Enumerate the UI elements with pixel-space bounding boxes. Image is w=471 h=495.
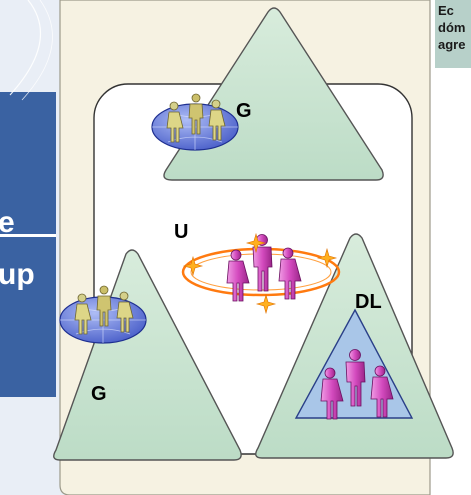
domain-local-group-icon — [294, 308, 414, 420]
decor-curve-2 — [21, 0, 53, 101]
universal-label: U — [174, 221, 188, 243]
decor-curve-1 — [9, 0, 42, 96]
side-text-line-1: e — [0, 206, 15, 239]
side-text-line-2: up — [0, 258, 35, 291]
top-group-label: G — [236, 100, 252, 122]
note-line-2: dóm — [438, 20, 466, 35]
side-panel — [0, 92, 56, 397]
panel-divider — [0, 234, 56, 237]
universal-group-icon — [181, 233, 341, 314]
note-line-3: agre — [438, 37, 466, 52]
domain-local-label: DL — [355, 291, 382, 313]
group-globe-icon — [59, 285, 147, 344]
note-box: Ec dóm agre — [435, 0, 471, 68]
left-group-label: G — [91, 383, 107, 405]
group-globe-icon — [151, 93, 239, 151]
left-triangle — [53, 249, 242, 461]
note-line-1: Ec — [438, 3, 454, 18]
